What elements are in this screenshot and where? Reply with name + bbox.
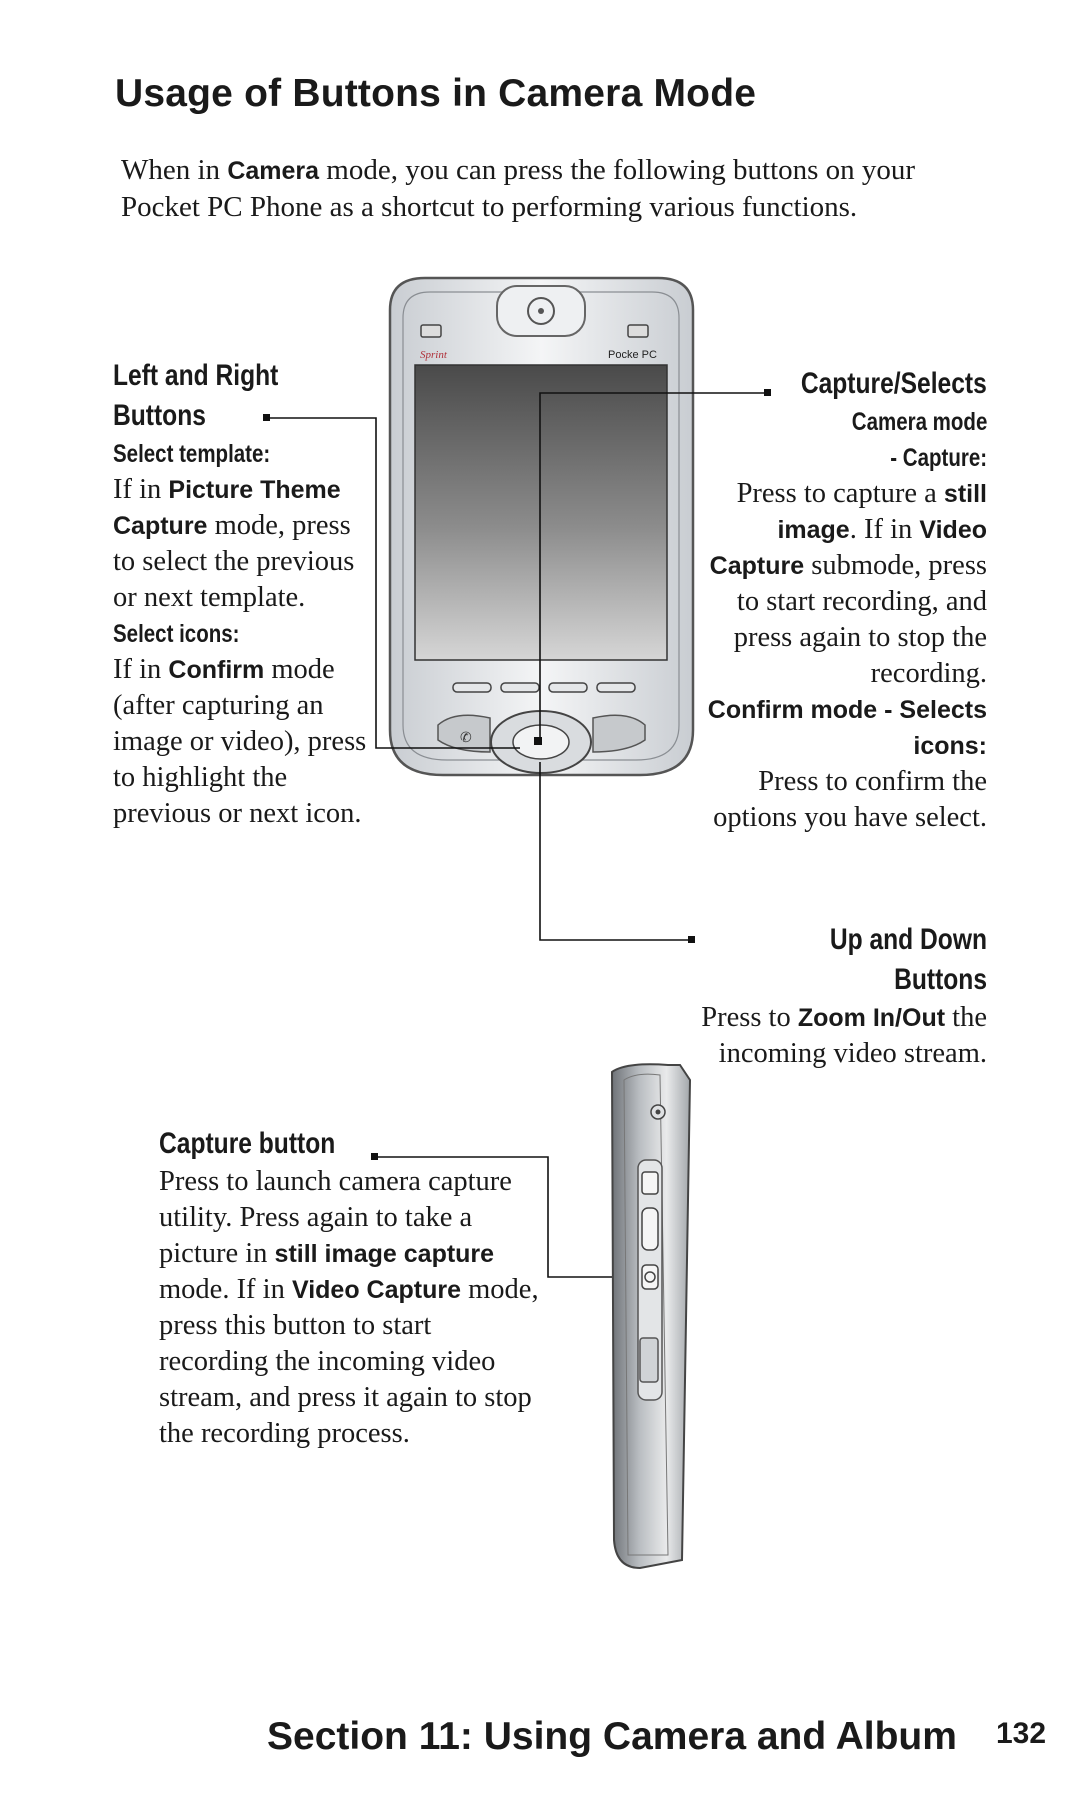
camera-mode-label: Camera mode bbox=[851, 408, 987, 436]
intro-text-2: mode, you can press the following button… bbox=[121, 154, 916, 223]
capture-button-text: Press to launch camera capture utility. … bbox=[159, 1166, 539, 1449]
capture-selects-title: Capture/Selects bbox=[801, 367, 987, 400]
intro-text-1: When in bbox=[121, 154, 228, 186]
svg-text:✆: ✆ bbox=[460, 730, 472, 746]
select-icons-label: Select icons: bbox=[113, 620, 240, 648]
capture-selects-callout: Capture/Selects Camera mode - Capture: P… bbox=[705, 364, 987, 836]
confirm-mode-label: Confirm mode - Selects icons: bbox=[707, 696, 987, 760]
top-left-small-button bbox=[420, 324, 442, 338]
section-footer: Section 11: Using Camera and Album bbox=[267, 1715, 957, 1758]
device-screen bbox=[414, 364, 668, 661]
select-icons-text: If in Confirm mode (after capturing an i… bbox=[113, 654, 367, 829]
intro-camera-term: Camera bbox=[227, 157, 320, 185]
up-down-buttons-callout: Up and Down Buttons Press to Zoom In/Out… bbox=[680, 920, 987, 1072]
intro-paragraph: When in Camera mode, you can press the f… bbox=[121, 152, 1001, 225]
select-template-text: If in Picture Theme Capture mode, press … bbox=[113, 474, 355, 613]
page-number: 132 bbox=[996, 1717, 1047, 1750]
capture-button-title: Capture button bbox=[159, 1127, 336, 1160]
side-capture-button bbox=[641, 1264, 659, 1290]
device-model-label: Pocke PC bbox=[608, 349, 657, 361]
page-heading: Usage of Buttons in Camera Mode bbox=[115, 72, 757, 115]
capture-button-callout: Capture button Press to launch camera ca… bbox=[159, 1124, 539, 1452]
up-down-text: Press to Zoom In/Out the incoming video … bbox=[701, 1002, 987, 1069]
up-down-title: Up and Down Buttons bbox=[829, 923, 987, 996]
capture-text: Press to capture a still image. If in Vi… bbox=[709, 478, 987, 689]
confirm-mode-text: Press to confirm the options you have se… bbox=[713, 766, 987, 833]
select-template-label: Select template: bbox=[113, 440, 271, 468]
callout-markers bbox=[263, 389, 771, 1160]
soft-keys bbox=[452, 682, 636, 693]
capture-label: - Capture: bbox=[890, 444, 987, 472]
end-key bbox=[592, 714, 646, 753]
side-button-1 bbox=[641, 1171, 659, 1195]
top-right-small-button bbox=[627, 324, 649, 338]
front-callout-lines bbox=[268, 392, 768, 1278]
device-brand-label: Sprint bbox=[420, 349, 448, 361]
side-volume-button bbox=[641, 1207, 659, 1251]
call-key bbox=[437, 714, 491, 753]
pocket-pc-front: Sprint Pocke PC ✆ bbox=[388, 276, 695, 777]
pocket-pc-side bbox=[610, 1063, 692, 1570]
